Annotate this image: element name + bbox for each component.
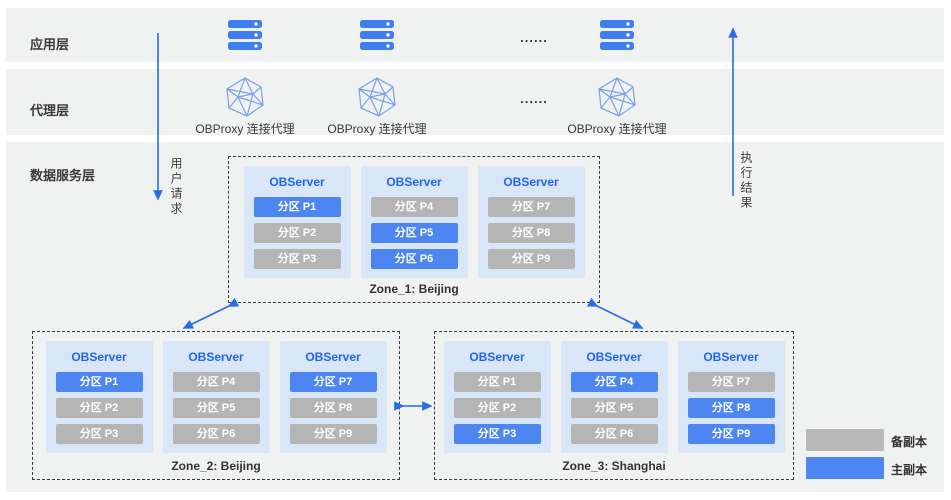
- observer-title: OBServer: [469, 350, 525, 364]
- legend-primary-label: 主副本: [891, 463, 928, 477]
- partition-block-backup: 分区 P4: [370, 197, 458, 217]
- observer-title: OBServer: [305, 350, 361, 364]
- partition-block-backup: 分区 P6: [570, 424, 658, 444]
- partition-block-backup: 分区 P7: [687, 372, 775, 392]
- partition-block-backup: 分区 P3: [253, 249, 341, 269]
- partition-block-backup: 分区 P7: [487, 197, 575, 217]
- partition-block-backup: 分区 P9: [487, 249, 575, 269]
- observer-title: OBServer: [386, 175, 442, 189]
- partition-block-primary: 分区 P6: [370, 249, 458, 269]
- zone-2-label: Zone_2: Beijing: [171, 459, 261, 473]
- partition-block-primary: 分区 P8: [687, 398, 775, 418]
- partition-block-primary: 分区 P1: [253, 197, 341, 217]
- partition-block-primary: 分区 P4: [570, 372, 658, 392]
- observer-card: OBServer 分区 P1 分区 P2 分区 P3: [443, 341, 551, 453]
- observer-card: OBServer 分区 P7 分区 P8 分区 P9: [677, 341, 785, 453]
- observer-card: OBServer 分区 P7 分区 P8 分区 P9: [477, 166, 585, 278]
- observer-card: OBServer 分区 P4 分区 P5 分区 P6: [560, 341, 668, 453]
- ellipsis-app-layer: ......: [520, 30, 548, 45]
- app-server-icon: [360, 20, 394, 55]
- obproxy-node-label: OBProxy 连接代理: [327, 122, 427, 136]
- observer-card: OBServer 分区 P7 分区 P8 分区 P9: [279, 341, 387, 453]
- observer-title: OBServer: [188, 350, 244, 364]
- observer-title: OBServer: [586, 350, 642, 364]
- zone-3-label: Zone_3: Shanghai: [562, 459, 666, 473]
- zone-3-box: OBServer 分区 P1 分区 P2 分区 P3 OBServer 分区 P4 分区 P…: [434, 331, 794, 480]
- data-service-layer-label: 数据服务层: [30, 168, 96, 183]
- partition-block-primary: 分区 P5: [370, 223, 458, 243]
- ellipsis-proxy-layer: ......: [520, 91, 548, 106]
- partition-block-backup: 分区 P8: [289, 398, 377, 418]
- obproxy-hexagon-icon: [357, 77, 397, 122]
- partition-block-backup: 分区 P3: [55, 424, 143, 444]
- obproxy-hexagon-icon: [597, 77, 637, 122]
- execution-result-caption: 执行结果: [739, 151, 753, 211]
- observer-card: OBServer 分区 P4 分区 P5 分区 P6: [162, 341, 270, 453]
- partition-block-primary: 分区 P9: [687, 424, 775, 444]
- partition-block-backup: 分区 P1: [453, 372, 541, 392]
- partition-block-backup: 分区 P4: [172, 372, 260, 392]
- partition-block-backup: 分区 P5: [570, 398, 658, 418]
- obproxy-node-label: OBProxy 连接代理: [195, 122, 295, 136]
- partition-block-backup: 分区 P2: [453, 398, 541, 418]
- observer-title: OBServer: [269, 175, 325, 189]
- proxy-layer-label: 代理层: [30, 103, 70, 118]
- obproxy-hexagon-icon: [225, 77, 265, 122]
- zone-1-servers: OBServer 分区 P1 分区 P2 分区 P3 OBServer 分区 P4 分区 P…: [229, 157, 599, 278]
- partition-block-primary: 分区 P3: [453, 424, 541, 444]
- app-layer-label: 应用层: [30, 37, 70, 52]
- partition-block-backup: 分区 P2: [253, 223, 341, 243]
- partition-block-primary: 分区 P1: [55, 372, 143, 392]
- partition-block-backup: 分区 P6: [172, 424, 260, 444]
- user-request-caption: 用户请求: [169, 157, 183, 217]
- obproxy-node-label: OBProxy 连接代理: [567, 122, 667, 136]
- zone-1-box: OBServer 分区 P1 分区 P2 分区 P3 OBServer 分区 P4 分区 P…: [228, 156, 600, 303]
- observer-card: OBServer 分区 P1 分区 P2 分区 P3: [45, 341, 153, 453]
- app-server-icon: [228, 20, 262, 55]
- partition-block-backup: 分区 P8: [487, 223, 575, 243]
- observer-title: OBServer: [703, 350, 759, 364]
- zone-1-label: Zone_1: Beijing: [369, 282, 459, 296]
- zone-2-box: OBServer 分区 P1 分区 P2 分区 P3 OBServer 分区 P4 分区 P…: [32, 331, 400, 480]
- app-server-icon: [600, 20, 634, 55]
- app-layer-band: [6, 8, 944, 62]
- partition-block-backup: 分区 P9: [289, 424, 377, 444]
- observer-title: OBServer: [503, 175, 559, 189]
- zone-2-servers: OBServer 分区 P1 分区 P2 分区 P3 OBServer 分区 P4 分区 P…: [33, 332, 399, 453]
- observer-card: OBServer 分区 P4 分区 P5 分区 P6: [360, 166, 468, 278]
- proxy-layer-band: [6, 69, 944, 135]
- observer-card: OBServer 分区 P1 分区 P2 分区 P3: [243, 166, 351, 278]
- legend-primary-swatch: [806, 457, 884, 479]
- zone-3-servers: OBServer 分区 P1 分区 P2 分区 P3 OBServer 分区 P4 分区 P…: [435, 332, 793, 453]
- legend-backup-swatch: [806, 429, 884, 451]
- partition-block-backup: 分区 P2: [55, 398, 143, 418]
- partition-block-backup: 分区 P5: [172, 398, 260, 418]
- observer-title: OBServer: [71, 350, 127, 364]
- legend-backup-label: 备副本: [891, 435, 928, 449]
- partition-block-primary: 分区 P7: [289, 372, 377, 392]
